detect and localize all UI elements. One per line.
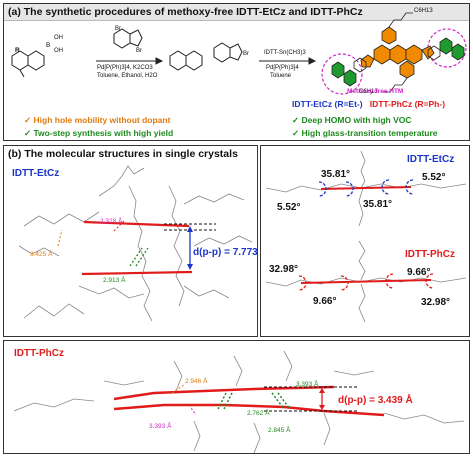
- angle-phcz-1: 32.98°: [269, 264, 299, 275]
- check-icon: ✓: [292, 115, 300, 125]
- distance-orange: 2.946 Å: [185, 378, 208, 385]
- panel-a-header: (a) The synthetic procedures of methoxy-…: [4, 4, 469, 21]
- alkyl-top-label: C6H13: [414, 8, 433, 14]
- check-item-1: ✓ High hole mobility without dopant: [24, 115, 171, 125]
- check-item-2: ✓ Two-step synthesis with high yield: [24, 128, 174, 138]
- name-idtt-phcz: IDTT-PhCz: [369, 99, 413, 109]
- htm-label: Methoxy-free HTM: [347, 88, 404, 95]
- alkyl-bottom-label: C6H13: [359, 89, 378, 95]
- angle-etcz-1: 35.81°: [321, 169, 351, 180]
- distance-pink: 2.328 Å: [100, 218, 123, 225]
- htm-molecule: [321, 12, 467, 95]
- panel-a-synthesis: (a) The synthetic procedures of methoxy-…: [3, 3, 470, 141]
- distance-green-1: 3.393 Å: [296, 381, 319, 388]
- distance-green-3: 2.845 Å: [268, 427, 291, 434]
- crystal-packing-drawing: [18, 165, 253, 322]
- check-icon: ✓: [24, 128, 32, 138]
- angle-phcz-3: 9.66°: [313, 296, 337, 307]
- boron-oh-1: OH: [54, 35, 63, 41]
- distance-orange: 3.425 Å: [30, 251, 53, 258]
- angle-etcz-3: 5.52°: [277, 202, 301, 213]
- check-icon: ✓: [24, 115, 32, 125]
- reagent-br-top: Br: [115, 26, 121, 32]
- panel-b-title: IDTT-EtCz: [12, 168, 60, 179]
- angle-etcz-4: 35.81°: [363, 199, 393, 210]
- distance-magenta: 3.393 Å: [149, 423, 172, 430]
- d-pp-label: d(p-p) = 7.773 Å: [193, 247, 258, 258]
- dihedral-title-etcz: IDTT-EtCz: [407, 154, 455, 165]
- dihedral-title-phcz: IDTT-PhCz: [405, 249, 455, 260]
- step2-conditions-2: Pd[P(Ph)3]4: [266, 65, 299, 71]
- d-pp-label-phcz: d(p-p) = 3.439 Å: [338, 395, 413, 406]
- panel-c-title: IDTT-PhCz: [14, 348, 64, 359]
- step2-conditions-3: Toluene: [270, 73, 292, 79]
- check-item-4: ✓ High glass-transition temperature: [292, 128, 438, 138]
- check-item-3: ✓ Deep HOMO with high VOC: [292, 115, 412, 125]
- dihedral-drawing: [265, 150, 467, 323]
- r-label: R: [15, 47, 20, 54]
- name-idtt-phcz-r: (R=Ph-): [412, 99, 446, 109]
- distance-green-2: 2.762 Å: [247, 410, 270, 417]
- reagent-br-bottom: Br: [136, 48, 142, 54]
- name-idtt-etcz: IDTT-EtCz: [292, 99, 333, 109]
- intermediate-br: Br: [243, 51, 249, 57]
- panel-b-dihedral-angles: IDTT-EtCz 35.81° 5.52° 5.52° 35.81° IDTT…: [260, 145, 470, 337]
- panel-b-header: (b) The molecular structures in single c…: [8, 148, 238, 160]
- angle-phcz-4: 32.98°: [421, 297, 451, 308]
- boron-label: B: [46, 42, 51, 49]
- step1-conditions-1: Pd[P(Ph)3]4, K2CO3: [97, 65, 153, 71]
- synthesis-scheme-drawing: [11, 12, 467, 95]
- compound-names: IDTT-EtCz (R=Et-) IDTT-PhCz (R=Ph-): [292, 99, 445, 109]
- phcz-packing-drawing: [13, 350, 465, 453]
- panel-b-crystal-packing: (b) The molecular structures in single c…: [3, 145, 258, 337]
- boron-oh-2: OH: [54, 48, 63, 54]
- distance-green: 2.913 Å: [103, 277, 126, 284]
- panel-c-crystal-packing: IDTT-PhCz 2.946 Å 3.393 Å 2.762 Å 2.845 …: [3, 340, 470, 454]
- name-idtt-etcz-r: (R=Et-): [332, 99, 363, 109]
- angle-phcz-2: 9.66°: [407, 267, 431, 278]
- angle-etcz-2: 5.52°: [422, 172, 446, 183]
- check-icon: ✓: [292, 128, 300, 138]
- step1-conditions-2: Toluene, Ethanol, H2O: [97, 73, 158, 79]
- step2-conditions-1: IDTT-Sn(CH3)3: [264, 50, 306, 56]
